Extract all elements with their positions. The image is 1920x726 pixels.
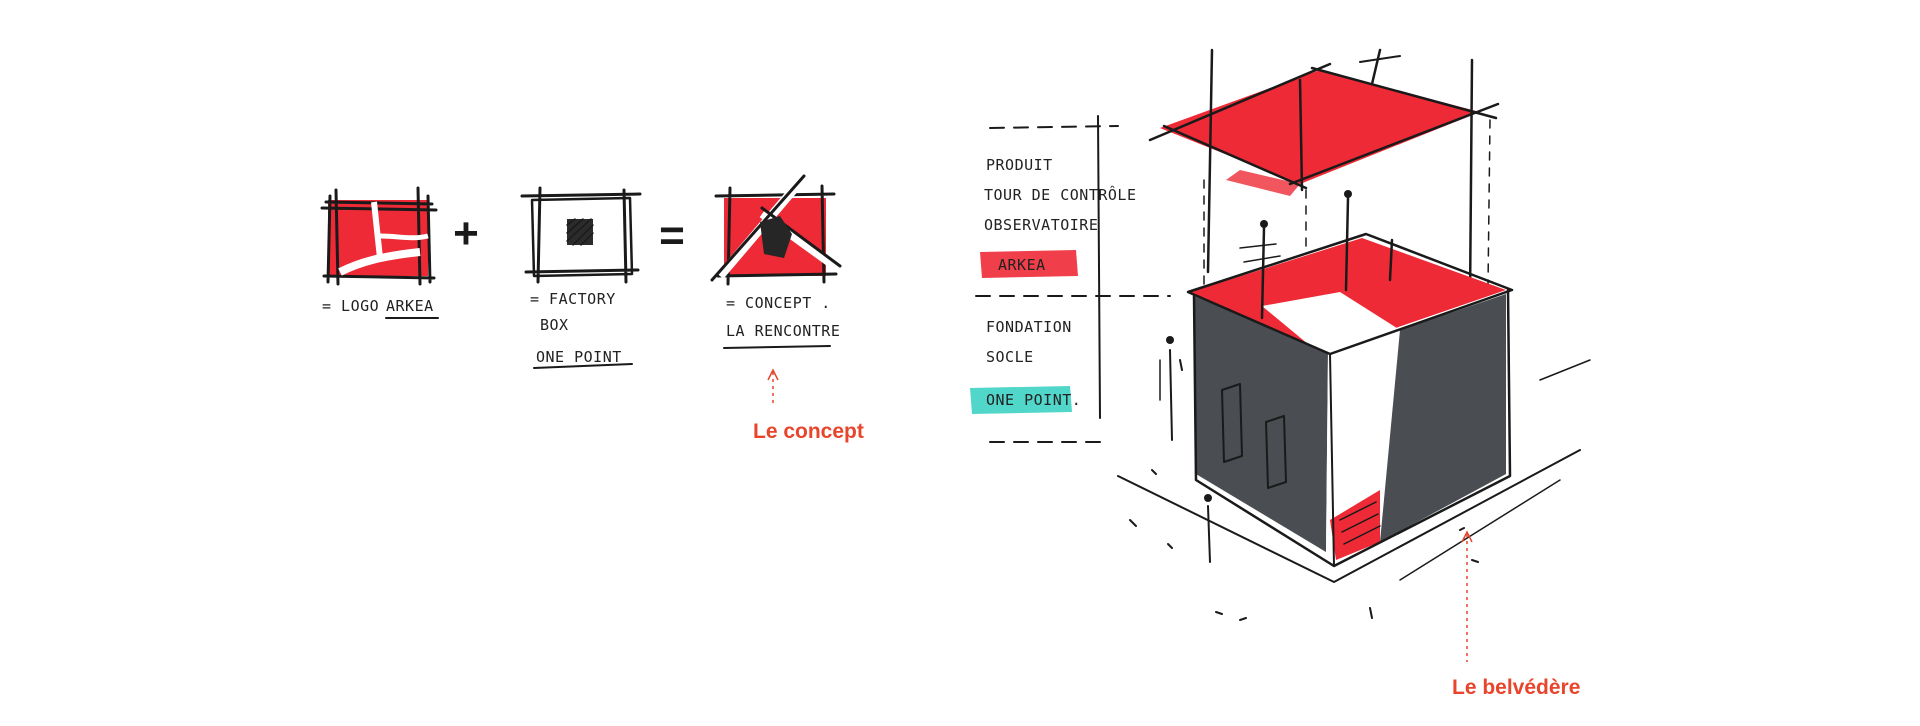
- concept-square: [710, 174, 842, 286]
- belvedere-sketch: PRODUIT TOUR DE CONTRÔLE OBSERVATOIRE AR…: [970, 48, 1591, 699]
- svg-text:BOX: BOX: [540, 316, 569, 334]
- svg-text:ARKEA: ARKEA: [998, 256, 1046, 274]
- svg-text:= CONCEPT .: = CONCEPT .: [726, 294, 831, 312]
- svg-text:= FACTORY: = FACTORY: [530, 290, 616, 308]
- lower-level-labels: FONDATION SOCLE ONE POINT.: [970, 318, 1081, 414]
- belvedere-pointer-arrow: [1461, 530, 1473, 543]
- label-concept: = CONCEPT . LA RENCONTRE: [723, 294, 840, 349]
- svg-text:PRODUIT: PRODUIT: [986, 156, 1053, 174]
- roof-plane: [1148, 48, 1500, 302]
- concept-equation: + = = LOGO ARKEA = FACTORY BOX ONE: [320, 174, 864, 443]
- svg-text:LA RENCONTRE: LA RENCONTRE: [726, 322, 840, 340]
- svg-text:TOUR DE CONTRÔLE: TOUR DE CONTRÔLE: [984, 185, 1137, 204]
- svg-text:OBSERVATOIRE: OBSERVATOIRE: [984, 216, 1098, 234]
- logo-arkea-square: [320, 186, 438, 286]
- foundation-box: [1186, 190, 1514, 568]
- upper-level-labels: PRODUIT TOUR DE CONTRÔLE OBSERVATOIRE AR…: [980, 156, 1137, 278]
- svg-text:ONE POINT.: ONE POINT.: [986, 391, 1081, 409]
- svg-text:FONDATION: FONDATION: [986, 318, 1072, 336]
- onepoint-highlight: [970, 386, 1072, 414]
- concept-pointer-arrow: [767, 368, 779, 381]
- caption-le-concept: Le concept: [753, 420, 864, 443]
- plus-sign: +: [453, 209, 479, 258]
- equals-sign: =: [659, 211, 685, 260]
- caption-le-belvedere: Le belvédère: [1452, 676, 1580, 699]
- ground-lines: [1117, 336, 1591, 621]
- factory-box-square: [520, 186, 642, 284]
- svg-text:SOCLE: SOCLE: [986, 348, 1034, 366]
- svg-text:ONE POINT: ONE POINT: [536, 348, 622, 366]
- label-factory-box: = FACTORY BOX ONE POINT: [530, 290, 633, 369]
- svg-text:ARKEA: ARKEA: [386, 297, 434, 315]
- label-logo-arkea: = LOGO ARKEA: [322, 297, 439, 319]
- arkea-highlight: [980, 250, 1078, 278]
- svg-text:= LOGO: = LOGO: [322, 297, 379, 315]
